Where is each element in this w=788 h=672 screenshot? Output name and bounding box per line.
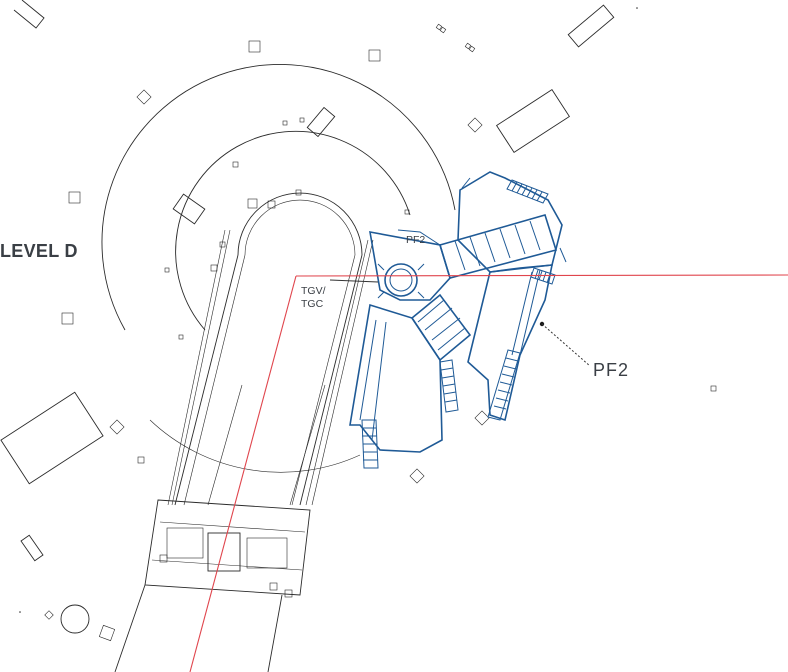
track-right-b	[311, 239, 374, 506]
station-core	[207, 532, 241, 572]
station-block-l1	[159, 521, 306, 533]
lower-wing	[349, 303, 443, 453]
scatter-pairs	[19, 7, 638, 613]
track-left-a	[167, 229, 226, 506]
inner-line-r	[289, 384, 326, 506]
middle-ring	[175, 130, 411, 331]
right-stair	[487, 349, 521, 421]
tgv-label-line2: TGC	[301, 298, 324, 310]
tilted-hall	[410, 293, 472, 362]
station-block-l2	[151, 559, 303, 571]
section-line-horizontal	[295, 274, 788, 277]
station-room-r	[246, 537, 288, 569]
inner-bowl	[237, 192, 363, 256]
level-label: LEVEL D	[0, 241, 78, 261]
scatter-large-blocks	[0, 0, 615, 562]
inner-bowl-2	[244, 199, 356, 256]
platform-left-edge-2	[183, 254, 246, 506]
ring-lower-arc	[149, 419, 361, 473]
right-platform-rails	[511, 269, 541, 356]
context-linework	[0, 0, 717, 672]
platform-right-edge-2	[291, 254, 356, 506]
platform-left-edge	[174, 254, 239, 506]
rotunda-inner	[389, 268, 413, 292]
right-platform	[467, 264, 553, 422]
section-line-diagonal	[189, 275, 297, 672]
round-column	[60, 604, 90, 634]
rotunda-spokes	[377, 263, 425, 299]
upper-wing	[457, 171, 563, 273]
pf2-structure	[349, 171, 567, 469]
upper-stair	[506, 179, 549, 204]
station-block	[144, 499, 311, 596]
scatter-diamonds	[44, 89, 490, 620]
platform-right-edge	[299, 254, 363, 506]
pf2-callout-label: PF2	[593, 360, 629, 380]
station-room-l	[166, 527, 204, 559]
track-right-a	[305, 239, 369, 506]
tgv-pointer	[329, 279, 379, 283]
section-lines	[189, 274, 788, 672]
corner-block	[13, 0, 45, 29]
pf2-small-label: PF2	[406, 234, 425, 246]
tgv-label-line1: TGV/	[301, 285, 326, 297]
inner-line-l	[207, 384, 243, 506]
track-left-b	[171, 229, 231, 506]
rotunda	[384, 263, 418, 297]
pf2-leader-line	[541, 323, 591, 367]
mid-stair	[439, 359, 459, 413]
lower-tail	[114, 584, 283, 672]
scatter-squares	[61, 40, 717, 642]
connectors	[397, 177, 567, 263]
tilted-hall-lines	[417, 299, 466, 351]
lower-stair	[361, 419, 379, 469]
upper-wing-bays	[454, 220, 541, 271]
outer-ring	[101, 64, 456, 331]
